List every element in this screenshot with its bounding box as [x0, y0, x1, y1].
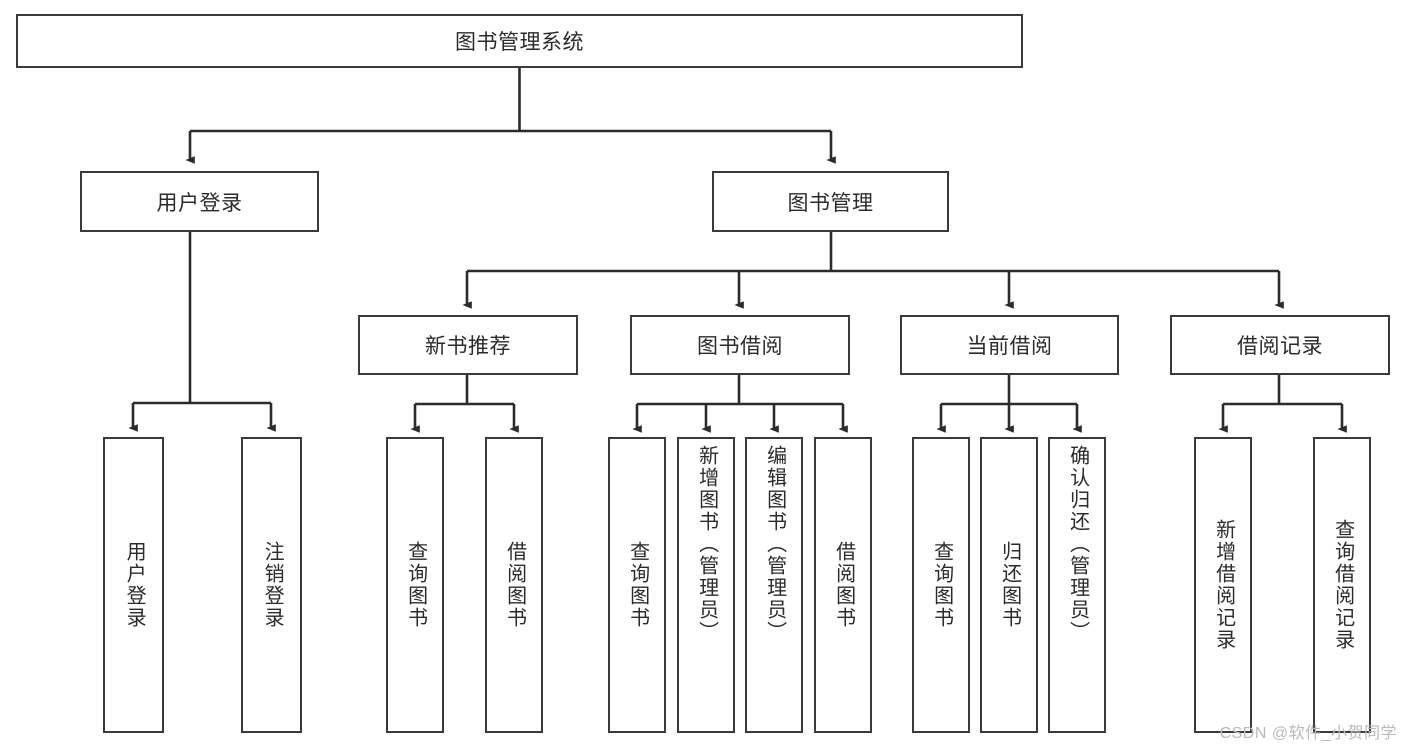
node-label: 查询借阅记录	[1331, 519, 1354, 651]
node-label: 借阅记录	[1237, 335, 1323, 358]
leaf-user-login-logout[interactable]: 注销登录	[241, 437, 302, 733]
node-label: 查询图书	[930, 541, 953, 629]
node-label: 借阅图书	[503, 541, 526, 629]
node-new-book-recommend[interactable]: 新书推荐	[358, 315, 578, 375]
leaf-borrow-record-add-record[interactable]: 新增借阅记录	[1194, 437, 1252, 733]
node-book-management[interactable]: 图书管理	[712, 171, 949, 232]
leaf-user-login-login[interactable]: 用户登录	[103, 437, 164, 733]
node-label: 图书管理系统	[455, 31, 584, 54]
node-label: 编辑图书（管理员）	[763, 445, 786, 643]
node-label: 查询图书	[626, 541, 649, 629]
node-label: 新增图书（管理员）	[695, 445, 718, 643]
node-root-book-management-system[interactable]: 图书管理系统	[16, 14, 1023, 68]
leaf-book-borrow-borrow-book[interactable]: 借阅图书	[814, 437, 872, 733]
node-label: 确认归还（管理员）	[1066, 445, 1089, 643]
leaf-book-borrow-edit-book-admin[interactable]: 编辑图书（管理员）	[745, 437, 803, 733]
node-label: 用户登录	[156, 191, 243, 215]
csdn-watermark: CSDN @软件_小贺同学	[1219, 725, 1397, 742]
leaf-new-book-query-book[interactable]: 查询图书	[386, 437, 444, 733]
node-current-borrow[interactable]: 当前借阅	[900, 315, 1119, 375]
node-label: 用户登录	[123, 541, 146, 629]
node-label: 注销登录	[261, 541, 284, 629]
node-label: 新书推荐	[425, 335, 511, 358]
leaf-current-borrow-return-book[interactable]: 归还图书	[980, 437, 1038, 733]
leaf-new-book-borrow-book[interactable]: 借阅图书	[485, 437, 543, 733]
node-label: 查询图书	[404, 541, 427, 629]
leaf-borrow-record-query-record[interactable]: 查询借阅记录	[1313, 437, 1371, 733]
node-label: 图书借阅	[697, 335, 783, 358]
leaf-book-borrow-query-book[interactable]: 查询图书	[608, 437, 666, 733]
node-user-login[interactable]: 用户登录	[80, 171, 319, 232]
node-label: 新增借阅记录	[1212, 519, 1235, 651]
node-label: 图书管理	[787, 191, 874, 215]
leaf-current-borrow-confirm-return-admin[interactable]: 确认归还（管理员）	[1048, 437, 1106, 733]
node-borrow-record[interactable]: 借阅记录	[1170, 315, 1390, 375]
node-label: 借阅图书	[832, 541, 855, 629]
leaf-current-borrow-query-book[interactable]: 查询图书	[912, 437, 970, 733]
node-book-borrow[interactable]: 图书借阅	[630, 315, 850, 375]
node-label: 当前借阅	[966, 335, 1053, 358]
node-label: 归还图书	[998, 541, 1021, 629]
leaf-book-borrow-add-book-admin[interactable]: 新增图书（管理员）	[677, 437, 735, 733]
